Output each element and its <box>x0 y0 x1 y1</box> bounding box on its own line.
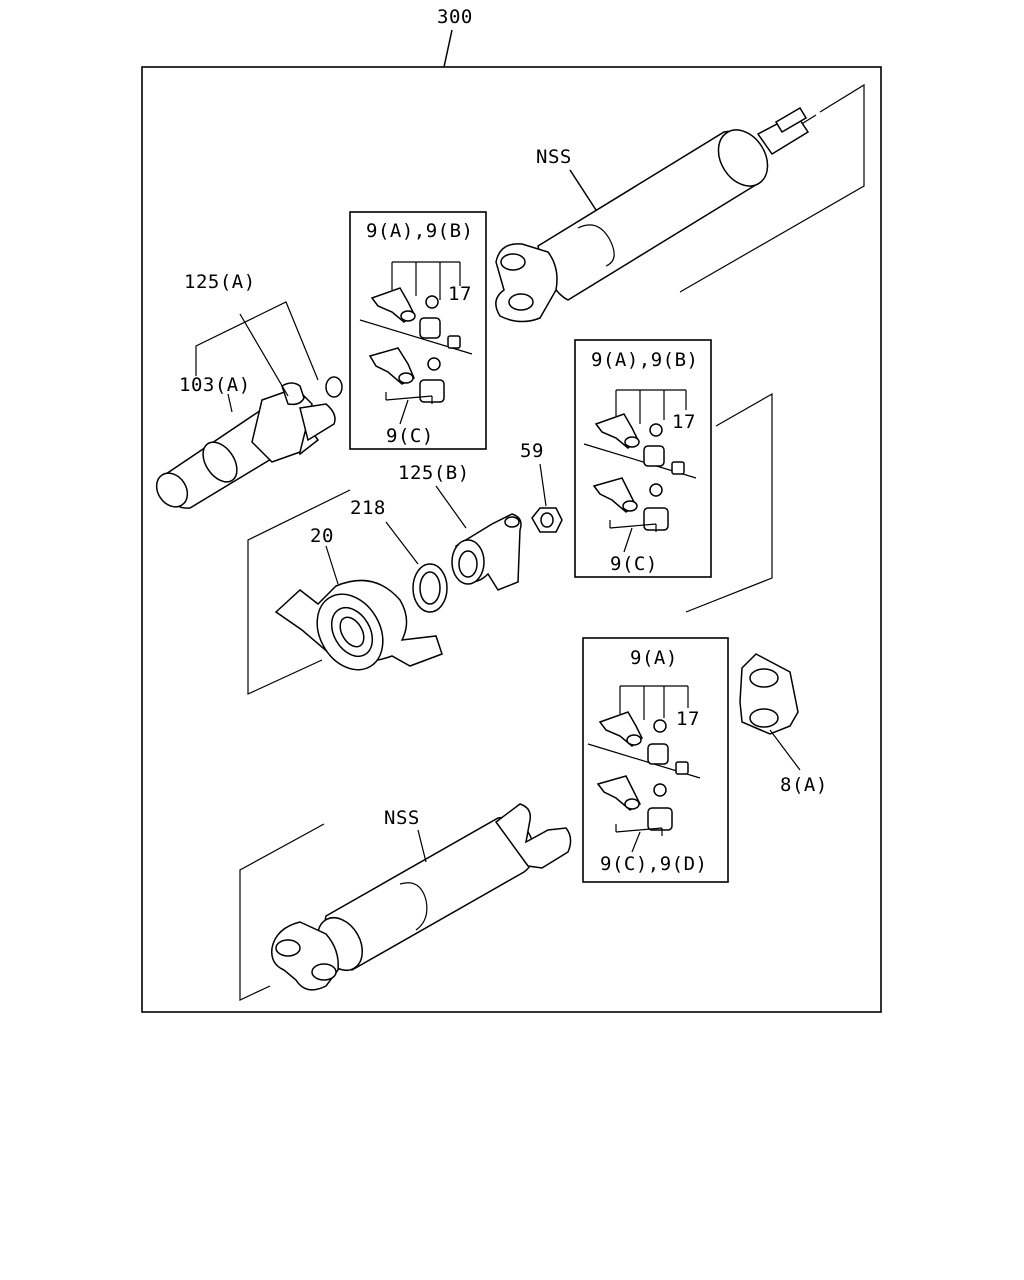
kit2-bracket-line <box>685 392 773 613</box>
p103a-leader <box>227 393 233 413</box>
yoke-125b <box>451 513 522 591</box>
washer-218 <box>412 563 448 613</box>
rear-shaft-bracket-line <box>239 823 325 1001</box>
diagram-frame <box>141 66 882 1013</box>
kit2-bottom-label: 9(C) <box>610 553 658 575</box>
p125a-leader <box>195 301 319 381</box>
p125a-label: 125(A) <box>184 271 256 293</box>
assembly-leader <box>443 29 453 68</box>
p8a-leader <box>769 729 801 771</box>
kit3-17-label: 17 <box>676 708 700 730</box>
nss-bottom-leader <box>417 829 427 863</box>
front-propeller-shaft <box>495 83 865 323</box>
p8a-label: 8(A) <box>780 774 828 796</box>
p125b-leader <box>435 485 467 529</box>
flange-yoke-8a <box>739 653 799 735</box>
p59-label: 59 <box>520 440 544 462</box>
slip-yoke-103a <box>155 376 343 509</box>
nut-59 <box>531 507 563 533</box>
assembly-number-label: 300 <box>437 6 473 28</box>
nss-top-leader <box>569 169 597 211</box>
u-joint-kit-3 <box>582 637 729 883</box>
nss-top-label: NSS <box>536 146 572 168</box>
kit2-17-label: 17 <box>672 411 696 433</box>
kit2-top-label: 9(A),9(B) <box>591 349 698 371</box>
nss-bottom-label: NSS <box>384 807 420 829</box>
kit1-top-label: 9(A),9(B) <box>366 220 473 242</box>
p59-leader <box>539 463 547 507</box>
p20-leader <box>325 545 339 585</box>
p20-label: 20 <box>310 525 334 547</box>
kit3-top-label: 9(A) <box>630 647 678 669</box>
u-joint-kit-1 <box>349 211 487 450</box>
bearing-bracket-line <box>247 489 351 695</box>
p218-leader <box>385 521 419 565</box>
p218-label: 218 <box>350 497 386 519</box>
rear-propeller-shaft <box>271 803 572 991</box>
p125b-label: 125(B) <box>398 462 470 484</box>
kit3-bottom-label: 9(C),9(D) <box>600 853 707 875</box>
center-bearing-20 <box>274 579 443 671</box>
kit1-17-label: 17 <box>448 283 472 305</box>
p125a-leader-2 <box>239 313 289 397</box>
u-joint-kit-2 <box>574 339 712 578</box>
kit1-bottom-label: 9(C) <box>386 425 434 447</box>
p103a-label: 103(A) <box>179 374 251 396</box>
